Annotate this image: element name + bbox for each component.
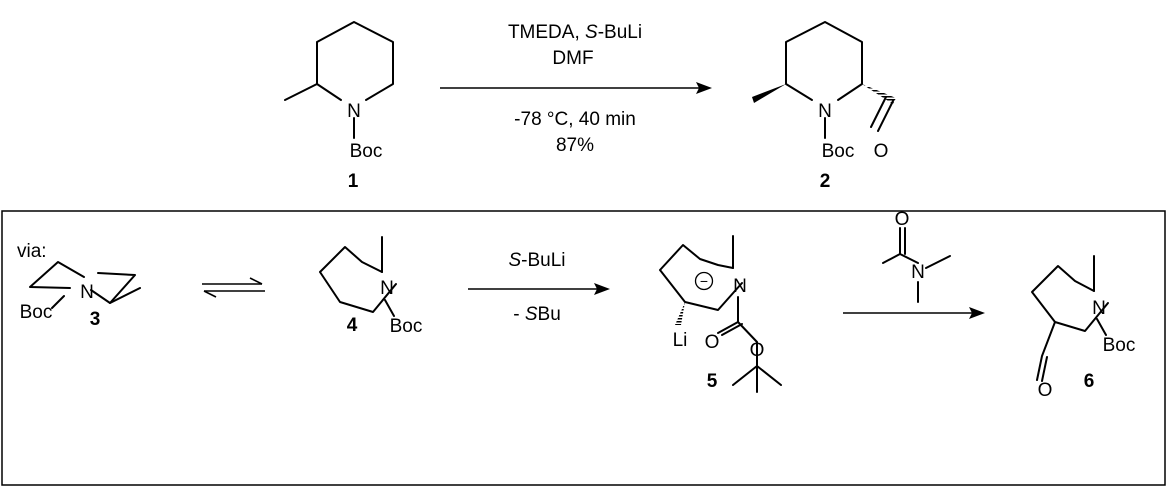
compound-4-number: 4: [347, 315, 358, 336]
dmf-bonds: [882, 227, 919, 303]
compound-2-hash-bond: [862, 84, 896, 104]
reagents-line-2: DMF: [552, 48, 593, 69]
mechanism-box: [1, 210, 1166, 486]
compound-6-substituent-bonds: [1036, 255, 1107, 382]
compound-3: N Boc 3: [20, 261, 141, 330]
compound-2: N Boc O 2: [752, 21, 896, 192]
compound-2-ring-bonds: [785, 21, 863, 101]
compound-1: N Boc 1: [284, 21, 394, 192]
compound-4-chair-bonds: [319, 246, 397, 313]
compound-5-chair-bonds: [659, 244, 743, 311]
compound-3-number: 3: [90, 309, 101, 330]
yield-label: 87%: [556, 135, 594, 156]
compound-1-boc-label: Boc: [350, 141, 383, 162]
compound-4-substituent-bonds: [381, 236, 395, 317]
formylation-arrow: [843, 307, 985, 319]
compound-6: N Boc O 6: [1031, 255, 1136, 401]
compound-1-methyl-bond: [284, 83, 318, 101]
compound-2-wedge-methyl: [752, 84, 786, 103]
deprotonation-byproduct: - SBu: [513, 304, 561, 325]
compound-6-oxygen: O: [1038, 380, 1053, 401]
dmf-nitrogen: N: [911, 262, 925, 283]
compound-1-nitrogen: N: [347, 101, 361, 122]
compound-1-ring-bonds: [316, 21, 394, 101]
compound-5-nitrogen: N: [733, 276, 747, 297]
conditions-line-1: -78 °C, 40 min: [514, 109, 636, 130]
compound-5-charge-sign: −: [700, 273, 708, 289]
compound-4-boc-label: Boc: [390, 316, 423, 337]
dmf-oxygen: O: [895, 209, 910, 230]
compound-5-lithium: Li: [673, 330, 688, 351]
via-label: via:: [17, 241, 47, 262]
equilibrium-arrows: [202, 277, 265, 298]
deprotonation-reagent: S-BuLi: [508, 250, 565, 271]
compound-5: N − Li O O 5: [659, 235, 782, 393]
compound-5-carbonyl-oxygen: O: [705, 332, 720, 353]
deprotonation-arrow: [468, 283, 610, 295]
compound-5-carbanion-charge-icon: [694, 271, 714, 291]
reagents-line-1: TMEDA, S-BuLi: [508, 22, 642, 43]
compound-5-number: 5: [707, 371, 718, 392]
dmf-structure: O N: [882, 209, 951, 303]
compound-4: N Boc 4: [319, 236, 423, 337]
compound-3-substituent-bonds: [51, 287, 141, 309]
compound-6-boc-label: Boc: [1103, 335, 1136, 356]
compound-2-number: 2: [820, 171, 831, 192]
compound-2-aldehyde-double-bond: [870, 96, 894, 132]
compound-2-nitrogen: N: [818, 101, 832, 122]
compound-4-nitrogen: N: [380, 278, 394, 299]
compound-2-oxygen: O: [874, 141, 889, 162]
compound-3-boc-label: Boc: [20, 302, 53, 323]
compound-6-number: 6: [1084, 371, 1095, 392]
compound-3-nitrogen: N: [80, 282, 94, 303]
compound-5-hash-li-bond: [675, 302, 685, 325]
compound-6-nitrogen: N: [1092, 298, 1106, 319]
compound-1-number: 1: [348, 171, 359, 192]
compound-5-ester-oxygen: O: [750, 340, 765, 361]
dmf-n-methyl-bond: [925, 255, 951, 269]
compound-6-chair-bonds: [1031, 265, 1109, 332]
compound-2-boc-label: Boc: [822, 141, 855, 162]
reaction-arrow-top: [440, 82, 712, 94]
compound-5-boc-bonds: [717, 235, 782, 393]
compound-3-chair-bonds: [29, 261, 136, 304]
